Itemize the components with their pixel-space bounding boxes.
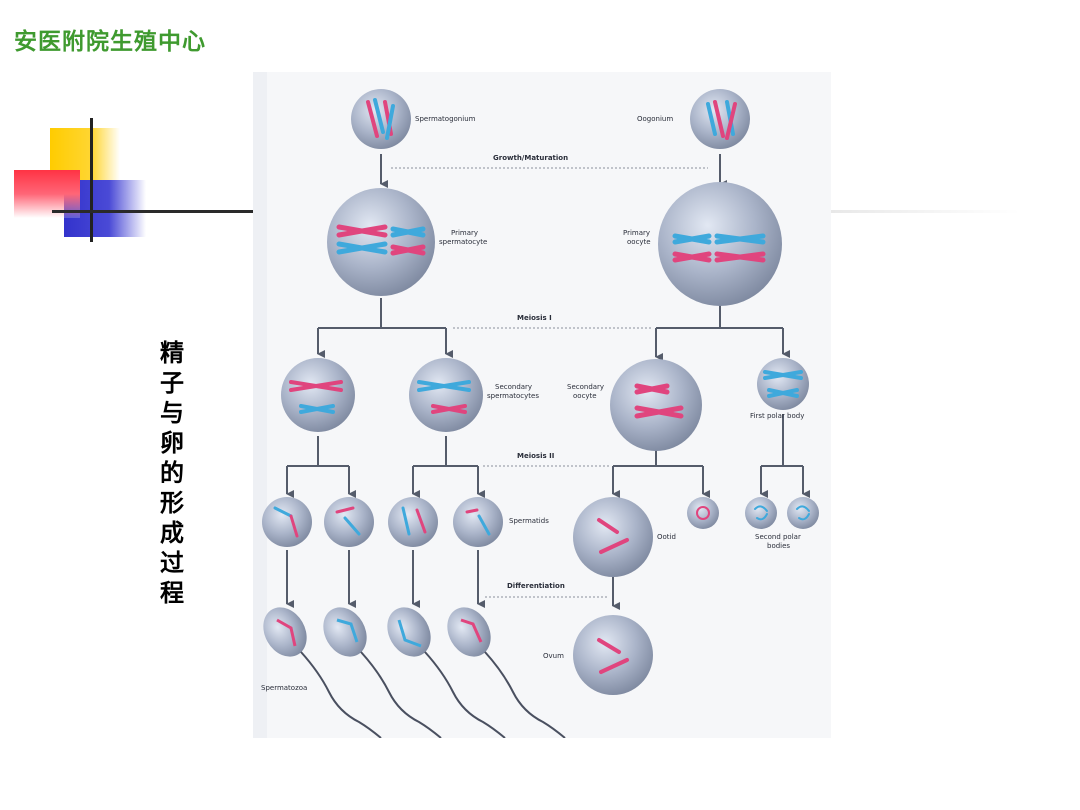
label-second-polar-2: bodies — [767, 542, 790, 550]
first-polar-body-cell — [757, 358, 809, 410]
secondary-oocyte-cell — [610, 359, 702, 451]
spermatozoon — [323, 607, 442, 738]
header-title: 安医附院生殖中心 — [14, 29, 206, 55]
spermatozoa — [263, 607, 566, 738]
spermatozoon — [447, 607, 566, 738]
label-ovum: Ovum — [543, 652, 564, 660]
spermatozoon — [387, 607, 506, 738]
spermatozoon — [263, 607, 382, 738]
polar-body-cell — [687, 497, 719, 529]
label-oogonium: Oogonium — [637, 115, 673, 123]
ovum-cell — [573, 615, 653, 695]
label-second-polar-1: Second polar — [755, 533, 801, 541]
spermatid-cell — [388, 497, 438, 547]
label-primary-oocyte-1: Primary — [623, 229, 650, 237]
second-polar-body-cell — [745, 497, 777, 529]
label-spermatozoa: Spermatozoa — [261, 684, 307, 692]
spermatid-cell — [453, 497, 503, 547]
ornament-horizontal-line — [52, 210, 254, 213]
label-secondary-oocyte-2: oocyte — [573, 392, 597, 400]
label-primary-spermatocyte-2: spermatocyte — [439, 238, 487, 246]
ornament-fade-line — [830, 210, 1020, 213]
label-differentiation: Differentiation — [507, 582, 565, 590]
primary-spermatocyte-cell — [327, 188, 435, 296]
label-growth: Growth/Maturation — [493, 154, 568, 162]
label-spermatids: Spermatids — [509, 517, 549, 525]
ootid-cell — [573, 497, 653, 577]
chromosomes — [273, 98, 810, 674]
label-ootid: Ootid — [657, 533, 676, 541]
secondary-spermatocyte-cell — [281, 358, 355, 432]
label-primary-oocyte-2: oocyte — [627, 238, 651, 246]
connector-lines — [286, 154, 810, 610]
label-secondary-oocyte-1: Secondary — [567, 383, 604, 391]
gametogenesis-diagram: Spermatogonium Oogonium Growth/Maturatio… — [253, 72, 831, 738]
label-first-polar-body: First polar body — [750, 412, 804, 420]
secondary-spermatocyte-cell — [409, 358, 483, 432]
label-secondary-spermatocytes-1: Secondary — [495, 383, 532, 391]
label-spermatogonium: Spermatogonium — [415, 115, 476, 123]
label-meiosis1: Meiosis I — [517, 314, 552, 322]
ornament-vertical-line — [90, 118, 93, 242]
label-primary-spermatocyte-1: Primary — [451, 229, 478, 237]
label-meiosis2: Meiosis II — [517, 452, 554, 460]
spermatid-cell — [262, 497, 312, 547]
label-secondary-spermatocytes-2: spermatocytes — [487, 392, 539, 400]
slide-vertical-title: 精子与卵的形成过程 — [160, 339, 184, 607]
second-polar-body-cell — [787, 497, 819, 529]
